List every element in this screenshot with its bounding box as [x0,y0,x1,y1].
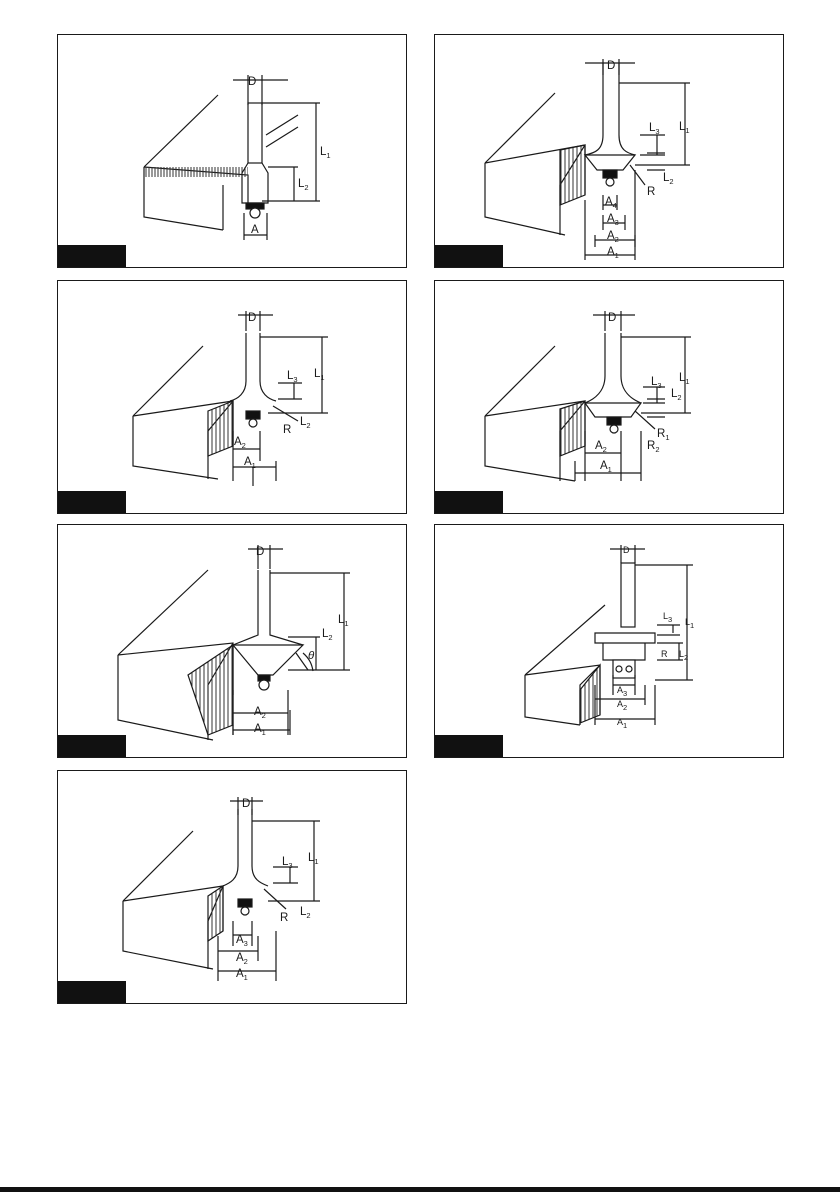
figure-tab [435,491,503,513]
label-l2: L2 [322,628,333,642]
label-d: D [623,545,630,555]
label-a1: A1 [236,968,248,982]
label-l1: L1 [314,368,325,382]
router-bit-diagram-6: D L1 L3 L2 R A3 A2 A1 [435,525,784,758]
label-l1: L1 [320,146,331,160]
figure-panel-4: D L1 L3 L2 R1 R2 A2 A1 [434,280,784,514]
figure-panel-1: D L1 L2 A [57,34,407,268]
label-a2: A2 [607,230,619,244]
label-l1: L1 [338,614,349,628]
label-l3: L3 [287,370,298,384]
label-l2: L2 [300,906,311,920]
router-bit-diagram-1: D L1 L2 A [58,35,407,268]
label-r: R [283,424,291,436]
label-r1: R1 [657,428,669,442]
label-theta: θ [308,650,315,662]
figure-tab [435,735,503,757]
figure-panel-5: D L1 L2 θ A2 A1 [57,524,407,758]
label-l2: L2 [298,178,309,192]
label-d: D [248,312,256,324]
router-bit-diagram-3: D L1 L3 L2 R A2 A1 [58,281,407,514]
figure-panel-3: D L1 L3 L2 R A2 A1 [57,280,407,514]
label-d: D [242,798,250,810]
label-l2: L2 [300,416,311,430]
figure-tab [58,981,126,1003]
figure-tab [58,735,126,757]
label-a1: A1 [244,456,256,470]
label-d: D [608,312,616,324]
label-a3: A3 [617,685,627,698]
label-l2: L2 [663,172,674,186]
label-d: D [248,76,256,88]
label-a2: A2 [254,706,266,720]
router-bit-diagram-2: D L1 L3 L2 R A4 A3 A2 A1 [435,35,784,268]
label-a: A [251,224,259,236]
label-r: R [280,912,288,924]
label-a3: A3 [607,213,619,227]
label-a2: A2 [236,952,248,966]
label-l3: L3 [651,376,662,390]
label-a2: A2 [595,440,607,454]
label-l3: L3 [649,122,660,136]
router-bit-diagram-5: D L1 L2 θ A2 A1 [58,525,407,758]
label-l2: L2 [671,388,682,402]
label-r2: R2 [647,440,659,454]
label-l1: L1 [679,121,690,135]
label-r: R [647,186,655,198]
label-l1: L1 [679,372,690,386]
label-d: D [256,546,264,558]
figure-panel-6: D L1 L3 L2 R A3 A2 A1 [434,524,784,758]
label-l3: L3 [282,856,293,870]
label-a1: A1 [607,246,619,260]
label-r: R [661,649,668,659]
label-a1: A1 [254,723,266,737]
label-a4: A4 [605,196,617,210]
label-l3: L3 [663,611,672,624]
figure-tab [58,491,126,513]
label-a3: A3 [236,934,248,948]
label-d: D [607,60,615,72]
label-l1: L1 [308,852,319,866]
figure-tab [435,245,503,267]
figure-panel-7: D L1 L3 L2 R A3 A2 A1 [57,770,407,1004]
page-bottom-rule [0,1187,840,1192]
figure-panel-2: D L1 L3 L2 R A4 A3 A2 A1 [434,34,784,268]
router-bit-diagram-7: D L1 L3 L2 R A3 A2 A1 [58,771,407,1004]
label-a1: A1 [600,460,612,474]
label-a2: A2 [234,436,246,450]
router-bit-diagram-4: D L1 L3 L2 R1 R2 A2 A1 [435,281,784,514]
label-l1: L1 [685,617,694,630]
figure-tab [58,245,126,267]
label-a2: A2 [617,699,627,712]
